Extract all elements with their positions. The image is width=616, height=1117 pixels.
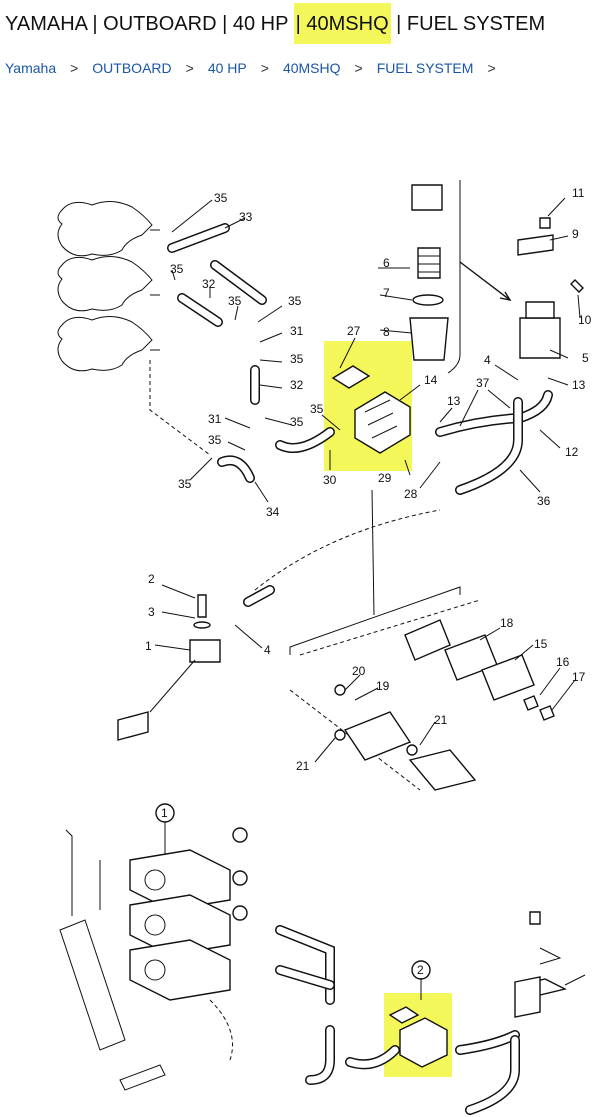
bottom-hoses: [275, 925, 520, 1115]
callout-11[interactable]: 11: [572, 186, 585, 200]
callout-8[interactable]: 8: [383, 325, 390, 339]
callout-6[interactable]: 6: [383, 256, 390, 270]
callout-2[interactable]: 2: [417, 963, 424, 977]
callout-30[interactable]: 30: [323, 473, 337, 487]
breadcrumb-yamaha[interactable]: Yamaha: [5, 60, 57, 76]
callout-10[interactable]: 10: [578, 313, 592, 327]
callout-21[interactable]: 21: [296, 759, 310, 773]
breadcrumb-40mshq[interactable]: 40MSHQ: [282, 60, 341, 76]
carburetor-stack: [59, 827, 248, 1091]
callout-32[interactable]: 32: [290, 378, 304, 392]
callout-31[interactable]: 31: [208, 412, 222, 426]
callout-35[interactable]: 35: [170, 262, 184, 276]
breadcrumb-separator: >: [70, 60, 79, 76]
callout-17[interactable]: 17: [572, 670, 586, 684]
title-suffix: | FUEL SYSTEM: [390, 13, 546, 35]
callout-35[interactable]: 35: [310, 402, 324, 416]
callout-labels: 35 33 35 32 35 35 31 35 32 31 35 35 35 3…: [145, 186, 592, 773]
title-highlight: | 40MSHQ: [293, 3, 391, 44]
callout-19[interactable]: 19: [376, 679, 390, 693]
callout-7[interactable]: 7: [383, 286, 390, 300]
callout-35[interactable]: 35: [288, 294, 302, 308]
diagram-top[interactable]: 35 33 35 32 35 35 31 35 32 31 35 35 35 3…: [57, 180, 592, 791]
callout-27[interactable]: 27: [347, 324, 361, 338]
callout-36[interactable]: 36: [537, 494, 551, 508]
callout-35[interactable]: 35: [290, 415, 304, 429]
callout-3[interactable]: 3: [148, 605, 155, 619]
callout-1[interactable]: 1: [161, 806, 168, 820]
callout-31[interactable]: 31: [290, 324, 304, 338]
fuel-filter-exploded: [409, 180, 512, 374]
callout-5[interactable]: 5: [582, 351, 589, 365]
breadcrumb-separator: >: [260, 60, 269, 76]
breadcrumb-separator: >: [354, 60, 363, 76]
callout-35[interactable]: 35: [228, 294, 242, 308]
pump-exploded: [289, 489, 555, 791]
bottom-fuel-pump[interactable]: [388, 1006, 448, 1068]
bottom-fuel-filter: [514, 911, 586, 1018]
callout-34[interactable]: 34: [266, 505, 280, 519]
callout-13[interactable]: 13: [572, 378, 586, 392]
callout-18[interactable]: 18: [500, 616, 514, 630]
fuel-joint: [117, 509, 441, 741]
fuel-filter-assembly: [517, 217, 584, 359]
breadcrumb-outboard[interactable]: OUTBOARD: [92, 60, 172, 76]
breadcrumb-fuel-system[interactable]: FUEL SYSTEM: [376, 60, 474, 76]
breadcrumb: Yamaha > OUTBOARD >40 HP >40MSHQ > FUEL SYSTEM…: [5, 60, 510, 76]
bottom-callouts: 1 2: [155, 803, 431, 1000]
diagram-bottom[interactable]: 1 2: [59, 803, 586, 1115]
fuel-pump[interactable]: [331, 365, 411, 454]
callout-37[interactable]: 37: [476, 376, 490, 390]
callout-1[interactable]: 1: [145, 639, 152, 653]
callout-15[interactable]: 15: [534, 637, 548, 651]
callout-21[interactable]: 21: [434, 713, 448, 727]
callout-32[interactable]: 32: [202, 277, 216, 291]
callout-35[interactable]: 35: [178, 477, 192, 491]
callout-35[interactable]: 35: [208, 433, 222, 447]
callout-14[interactable]: 14: [424, 373, 438, 387]
callout-16[interactable]: 16: [556, 655, 570, 669]
breadcrumb-separator: >: [185, 60, 194, 76]
breadcrumb-40hp[interactable]: 40 HP: [207, 60, 247, 76]
callout-29[interactable]: 29: [378, 471, 392, 485]
title-prefix: YAMAHA | OUTBOARD | 40 HP: [5, 13, 294, 35]
fuel-hoses: [167, 223, 553, 607]
callout-35[interactable]: 35: [290, 352, 304, 366]
callout-13[interactable]: 13: [447, 394, 461, 408]
callout-33[interactable]: 33: [239, 210, 253, 224]
carburetor-outlines: [57, 201, 211, 456]
callout-4[interactable]: 4: [484, 353, 491, 367]
breadcrumb-separator: >: [487, 60, 496, 76]
callout-2[interactable]: 2: [148, 572, 155, 586]
callout-28[interactable]: 28: [404, 487, 418, 501]
callout-4[interactable]: 4: [264, 643, 271, 657]
page-title: YAMAHA | OUTBOARD | 40 HP | 40MSHQ | FUE…: [5, 3, 546, 44]
callout-20[interactable]: 20: [352, 664, 366, 678]
callout-12[interactable]: 12: [565, 445, 579, 459]
callout-9[interactable]: 9: [572, 227, 579, 241]
callout-35[interactable]: 35: [214, 191, 228, 205]
